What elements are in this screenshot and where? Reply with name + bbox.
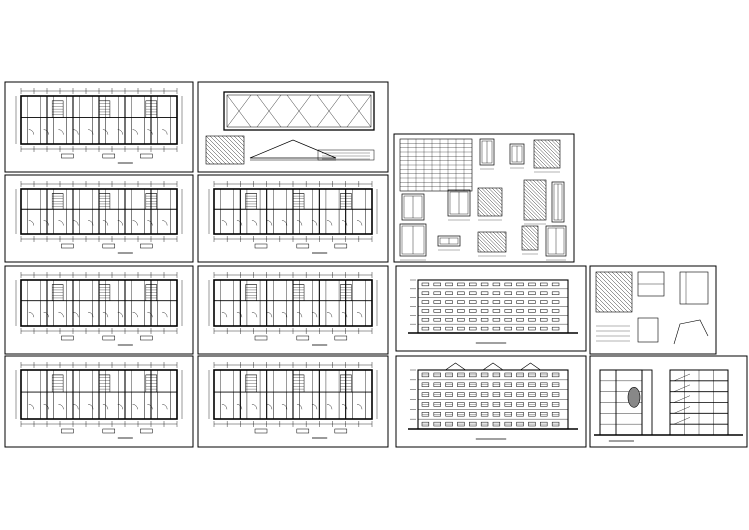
- plan-drawing: [15, 181, 183, 254]
- sheet-frame: [589, 265, 717, 355]
- sheet-floor-plan-4: [4, 265, 194, 355]
- sheet-floor-plan-5: [197, 265, 389, 355]
- sheet-floor-plan-1: [4, 81, 194, 173]
- sheet-floor-plan-3: [197, 174, 389, 263]
- sheet-floor-plan-6: [4, 355, 194, 448]
- elevation-drawing: [408, 279, 578, 344]
- section-drawing: [594, 369, 743, 442]
- sheet-floor-plan-2: [4, 174, 194, 263]
- schedule-drawing: [399, 138, 567, 261]
- sheet-roof-plan: [197, 81, 389, 173]
- sheet-floor-plan-7: [197, 355, 389, 448]
- roof-drawing: [205, 91, 375, 165]
- sheet-elevation-rear: [395, 355, 587, 448]
- sheet-details: [589, 265, 717, 355]
- elevation-drawing: [408, 362, 578, 440]
- sheet-frame: [395, 265, 587, 352]
- sheet-elevation-front: [395, 265, 587, 352]
- plan-drawing: [208, 362, 378, 439]
- plan-drawing: [15, 362, 183, 439]
- sheet-door-window-schedule: [393, 133, 575, 263]
- plan-drawing: [15, 88, 183, 164]
- plan-drawing: [208, 181, 378, 254]
- plan-drawing: [208, 272, 378, 346]
- sheet-frame: [395, 355, 587, 448]
- sheet-side-elevation-section: [589, 355, 748, 448]
- plan-drawing: [15, 272, 183, 346]
- details-drawing: [595, 271, 709, 345]
